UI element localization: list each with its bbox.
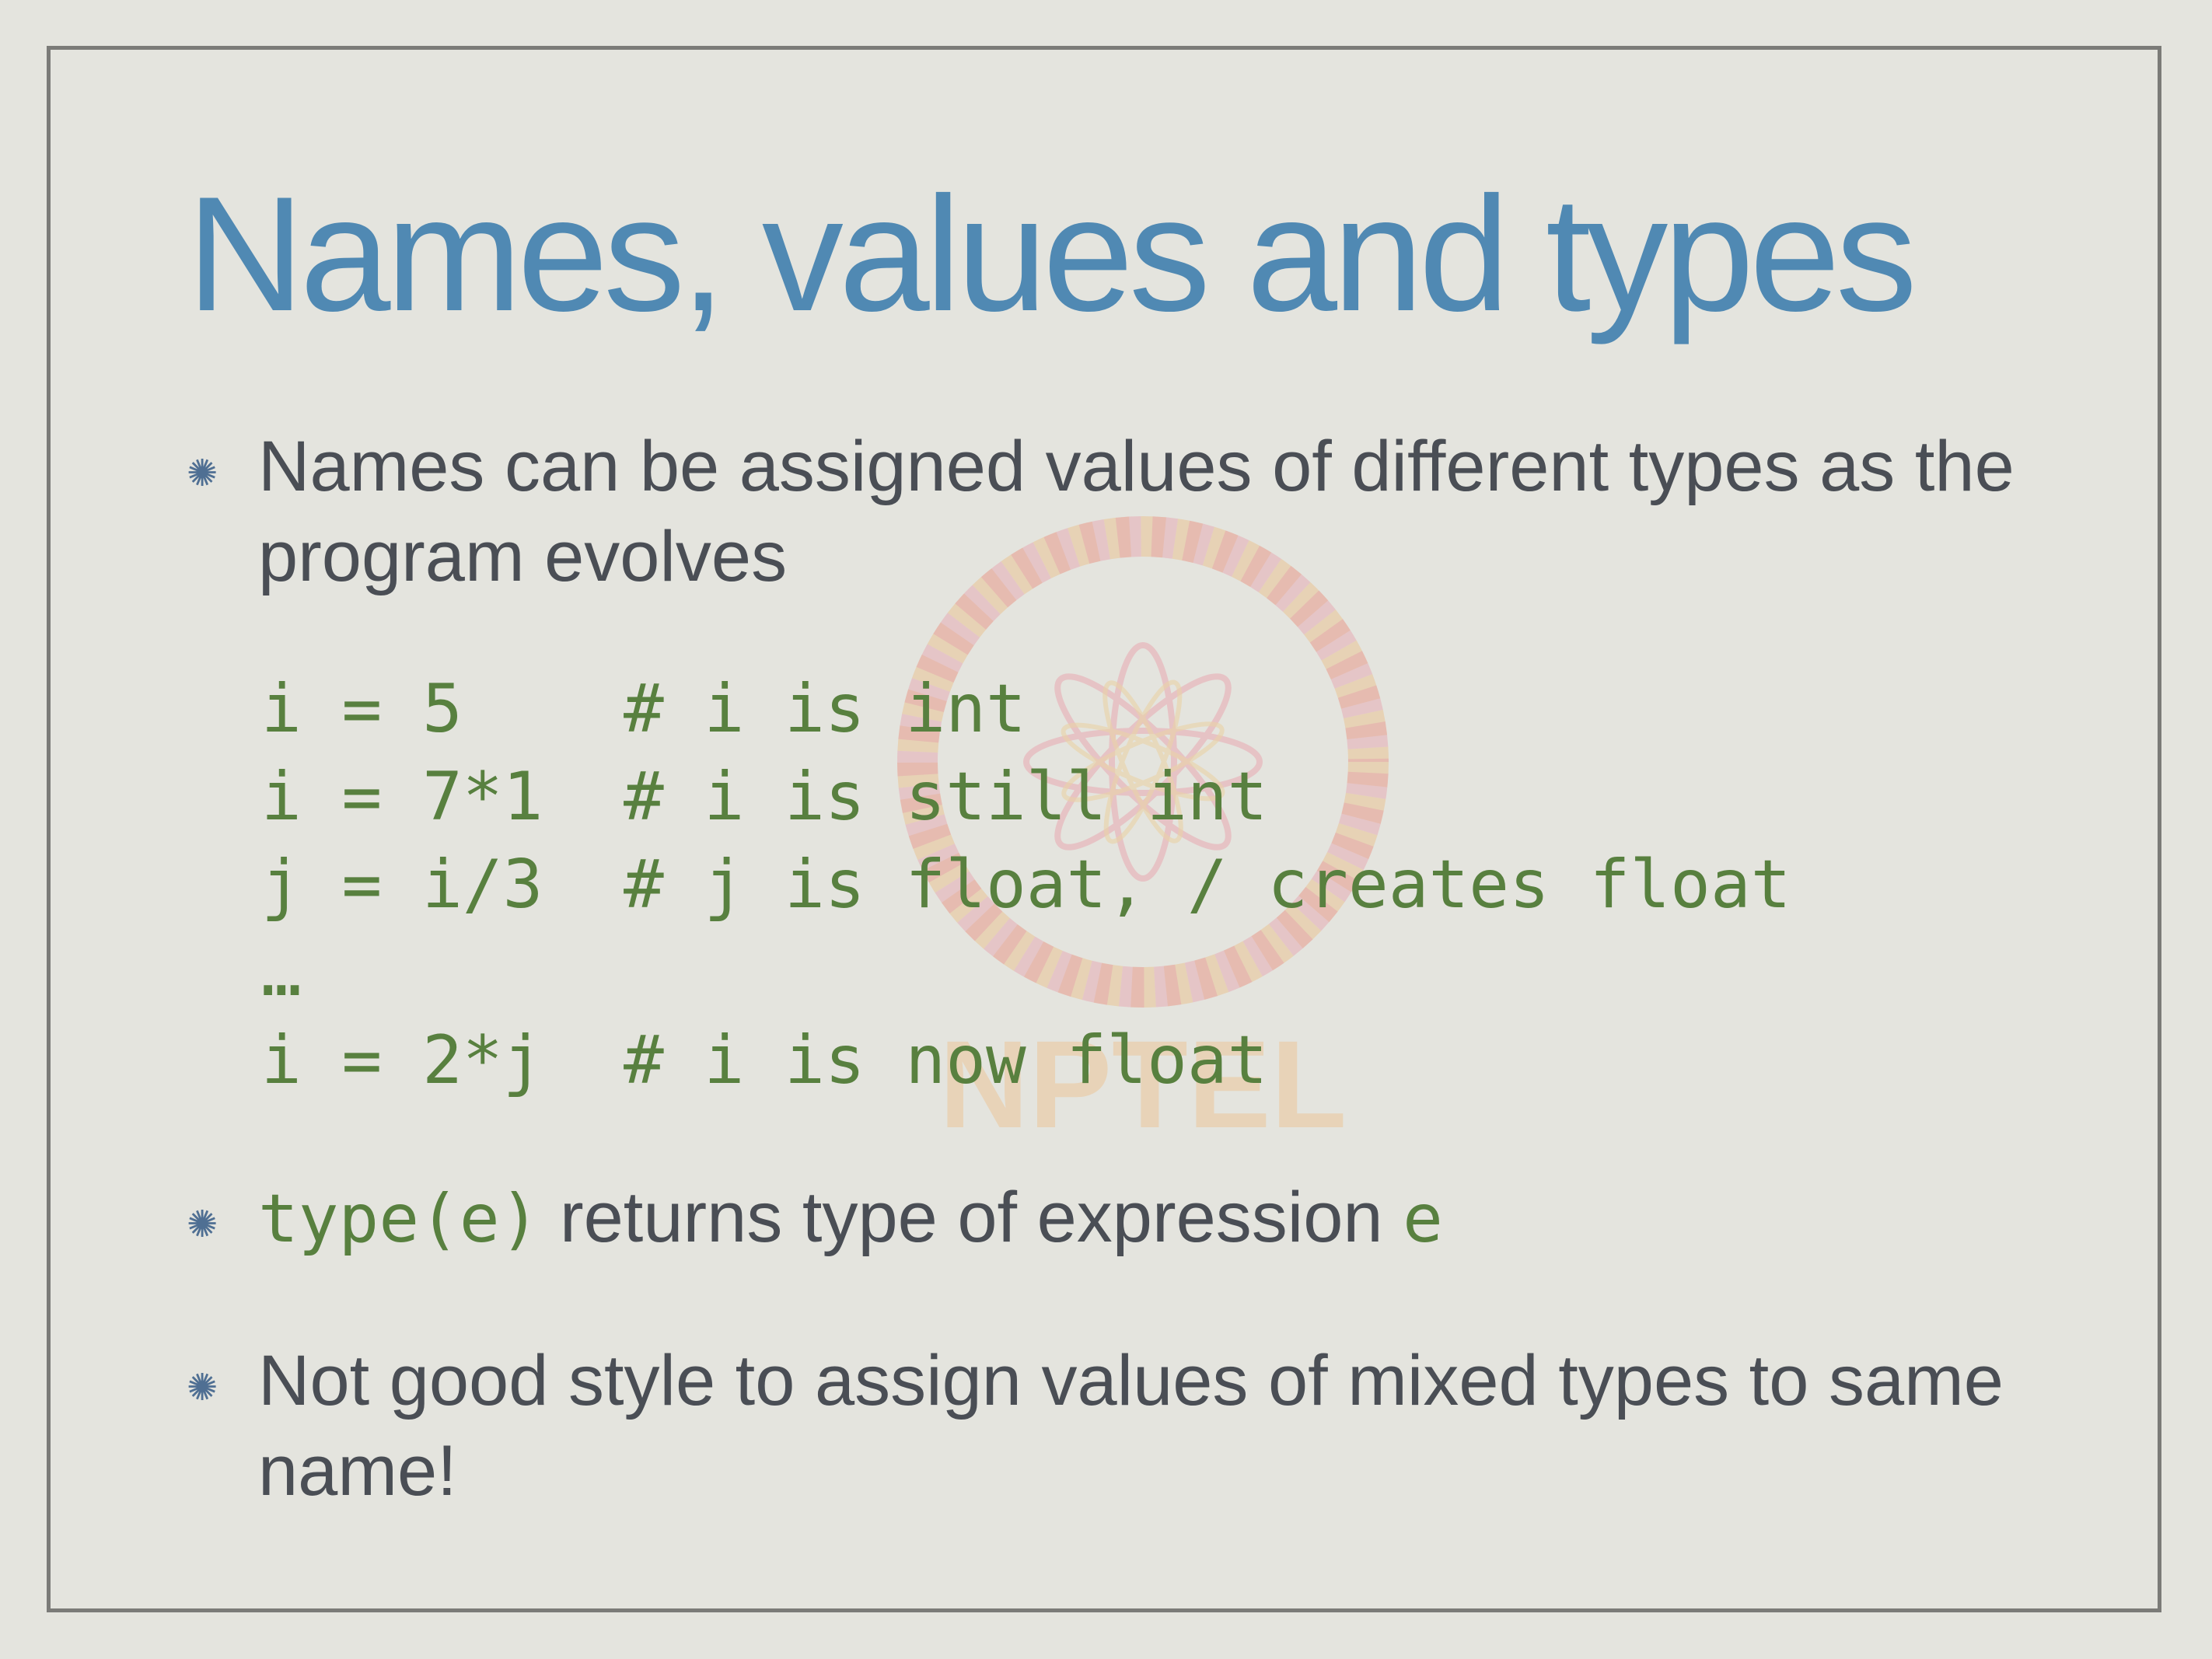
asterisk-bullet-icon: ✺ [187,1204,218,1245]
inline-code: e [1403,1180,1443,1258]
nptel-watermark-logo: NPTEL [897,516,1389,1151]
inline-code: type(e) [258,1180,540,1258]
code-line: i = 7*1 # i is still int [261,758,1268,836]
code-line: i = 5 # i is int [261,670,1026,748]
bullet-text: type(e) returns type of expression e [258,1172,2015,1264]
code-line: … [261,934,302,1011]
slide-title: Names, values and types [187,162,1917,345]
bullet-text: Names can be assigned values of differen… [258,427,2015,596]
code-line: i = 2*j # i is now float [261,1022,1268,1099]
asterisk-bullet-icon: ✺ [187,1367,218,1409]
nptel-watermark-text: NPTEL [939,1015,1347,1151]
code-block: i = 5 # i is int i = 7*1 # i is still in… [261,665,1791,1105]
bullet-text-middle: returns type of expression [540,1178,1403,1257]
code-line: j = i/3 # j is float, / creates float [261,846,1791,924]
slide-frame [47,46,2161,1612]
bullet-text: Not good style to assign values of mixed… [258,1341,2004,1511]
asterisk-bullet-icon: ✺ [187,453,218,494]
